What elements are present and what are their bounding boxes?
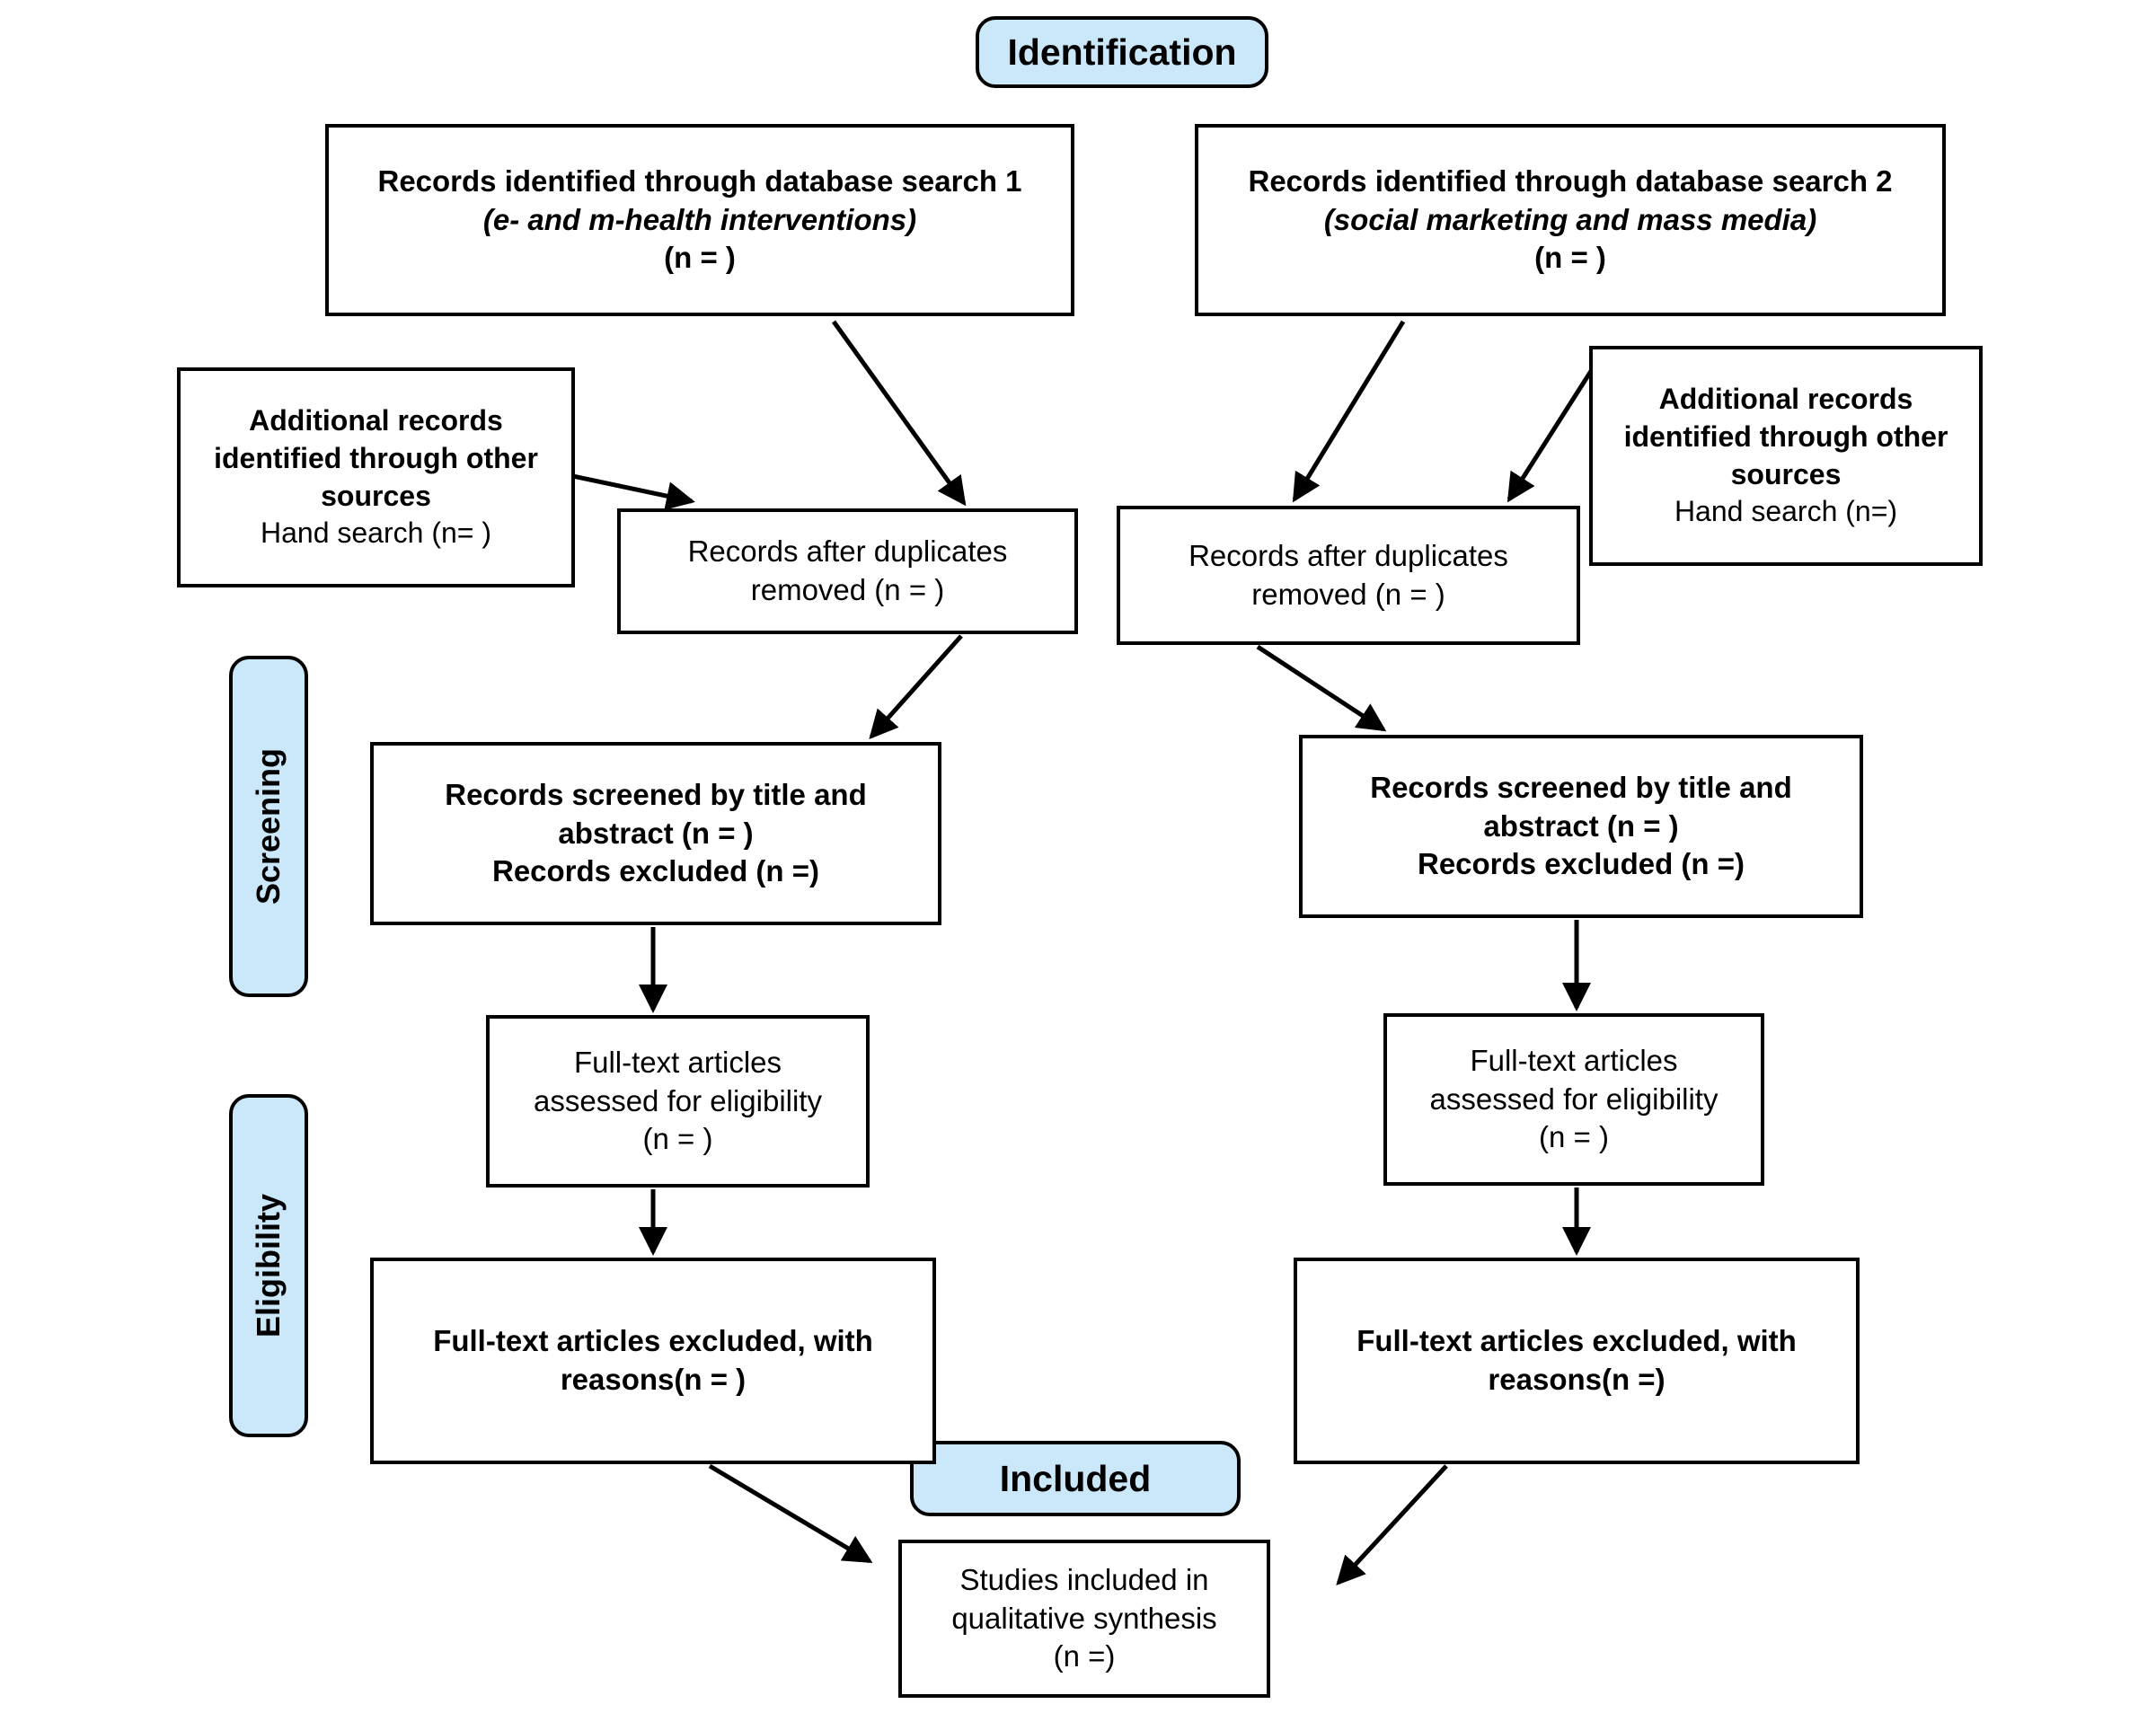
node-scr-right-line2: abstract (n = ) <box>1483 808 1679 843</box>
node-add-right-line1: Additional records <box>1658 383 1913 416</box>
node-dup-right-line1: Records after duplicates <box>1188 538 1508 572</box>
node-duplicates-removed-left: Records after duplicates removed (n = ) <box>617 508 1078 634</box>
node-final-line1: Studies included in <box>959 1562 1209 1596</box>
node-scr-left-line3: Records excluded (n =) <box>491 854 819 888</box>
node-fulltext-excluded-right: Full-text articles excluded, with reason… <box>1294 1258 1860 1464</box>
node-ft-right-line2: assessed for eligibility <box>1429 1082 1719 1116</box>
node-records-screened-left: Records screened by title and abstract (… <box>370 742 941 925</box>
node-add-left-line4: Hand search (n= ) <box>260 517 491 550</box>
node-scr-left-line1: Records screened by title and <box>445 777 867 811</box>
node-database-search-2: Records identified through database sear… <box>1195 124 1946 316</box>
node-additional-records-right: Additional records identified through ot… <box>1589 346 1983 566</box>
node-duplicates-removed-right: Records after duplicates removed (n = ) <box>1117 506 1580 645</box>
stage-badge-identification: Identification <box>976 16 1268 88</box>
node-scr-left-line2: abstract (n = ) <box>558 816 754 850</box>
node-db1-line3: (n = ) <box>664 241 736 275</box>
node-add-right-line2: identified through other <box>1623 419 1948 453</box>
node-fulltext-assessed-left: Full-text articles assessed for eligibil… <box>486 1015 870 1188</box>
node-dup-left-line2: removed (n = ) <box>750 573 945 606</box>
node-additional-records-left: Additional records identified through ot… <box>177 367 575 587</box>
node-add-right-line3: sources <box>1730 457 1842 490</box>
arrow-duplicates-left-to-screened-left <box>869 634 963 739</box>
arrow-additional-left-to-duplicates-left <box>563 472 695 510</box>
node-add-left-line2: identified through other <box>214 441 538 474</box>
node-ft-right-line1: Full-text articles <box>1470 1043 1678 1077</box>
node-final-line3: (n =) <box>1053 1639 1116 1673</box>
node-db2-line3: (n = ) <box>1534 241 1606 275</box>
node-exc-right-line2: reasons(n =) <box>1488 1363 1666 1396</box>
arrow-db2-to-duplicates-right <box>1292 320 1406 503</box>
node-scr-right-line3: Records excluded (n =) <box>1417 847 1745 881</box>
node-db2-line2: (social marketing and mass media) <box>1323 202 1817 236</box>
node-db1-line1: Records identified through database sear… <box>377 163 1022 198</box>
node-db1-line2: (e- and m-health interventions) <box>482 202 917 236</box>
arrow-excluded-left-to-final <box>708 1463 873 1564</box>
stage-badge-screening: Screening <box>229 656 308 997</box>
stage-label-identification: Identification <box>1007 31 1237 73</box>
node-db2-line1: Records identified through database sear… <box>1248 163 1893 198</box>
node-exc-right-line1: Full-text articles excluded, with <box>1356 1324 1797 1358</box>
node-records-screened-right: Records screened by title and abstract (… <box>1299 735 1863 918</box>
node-add-right-line4: Hand search (n=) <box>1674 495 1898 528</box>
node-ft-left-line2: assessed for eligibility <box>534 1083 822 1117</box>
node-add-left-line3: sources <box>321 479 431 512</box>
node-ft-left-line3: (n = ) <box>642 1122 713 1156</box>
stage-badge-eligibility: Eligibility <box>229 1094 308 1437</box>
node-add-left-line1: Additional records <box>249 404 503 437</box>
node-ft-right-line3: (n = ) <box>1539 1120 1609 1154</box>
stage-label-included: Included <box>999 1457 1152 1499</box>
arrow-excluded-right-to-final <box>1336 1464 1448 1585</box>
arrow-duplicates-right-to-screened-right <box>1256 644 1387 732</box>
node-fulltext-assessed-right: Full-text articles assessed for eligibil… <box>1383 1013 1764 1186</box>
node-ft-left-line1: Full-text articles <box>573 1045 782 1079</box>
node-exc-left-line1: Full-text articles excluded, with <box>433 1324 873 1358</box>
node-dup-right-line2: removed (n = ) <box>1251 577 1445 611</box>
node-final-line2: qualitative synthesis <box>951 1601 1217 1635</box>
stage-label-screening: Screening <box>250 747 287 905</box>
node-scr-right-line1: Records screened by title and <box>1370 770 1792 804</box>
node-fulltext-excluded-left: Full-text articles excluded, with reason… <box>370 1258 936 1464</box>
stage-label-eligibility: Eligibility <box>250 1193 287 1338</box>
arrow-db1-to-duplicates-left <box>831 320 967 507</box>
node-dup-left-line1: Records after duplicates <box>687 534 1008 569</box>
stage-badge-included: Included <box>910 1441 1241 1516</box>
node-exc-left-line2: reasons(n = ) <box>560 1363 747 1396</box>
node-studies-included-qualitative-synthesis: Studies included in qualitative synthesi… <box>898 1540 1270 1698</box>
node-database-search-1: Records identified through database sear… <box>325 124 1074 316</box>
